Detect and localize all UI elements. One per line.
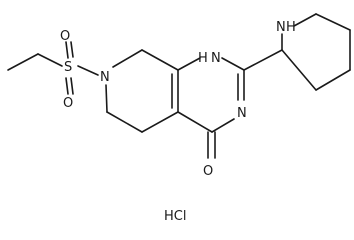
bond-s-n [77, 65, 99, 76]
bond-pip-n-c6 [293, 13, 317, 27]
atom-labels: S O O N H N N O N H [60, 20, 296, 179]
bond-n-c8 [112, 49, 143, 68]
bond-s-o-top-a [65, 41, 69, 59]
atom-o-top: O [60, 29, 70, 44]
atom-nh-h: H [198, 51, 208, 66]
bond-pip-c6-c5 [315, 13, 351, 31]
atom-pip-n: N [276, 20, 286, 35]
bond-c6-c5 [106, 111, 143, 133]
molecule-structure: S O O N H N N O N H HCl [7, 13, 351, 224]
atom-o-carbonyl: O [203, 164, 213, 179]
bond-pip-c4-c3 [315, 69, 351, 91]
bond-n3-c4 [211, 118, 235, 133]
bond-ch2-s [37, 53, 63, 67]
bond-c2-pip [243, 49, 283, 71]
bond-c8-c8a [141, 49, 179, 71]
atom-n-ring: N [100, 70, 110, 85]
bonds [7, 13, 351, 159]
atom-s: S [64, 60, 72, 75]
atom-nh-n: N [211, 51, 221, 66]
atom-o-bottom: O [63, 96, 73, 111]
bond-c5-c4a [141, 111, 179, 133]
bond-s-o-bottom-a [65, 77, 69, 95]
atom-pip-h: H [286, 20, 296, 35]
bond-n-c6 [105, 84, 108, 113]
bond-s-o-bottom-b [70, 77, 74, 95]
atom-n-pyrimidine: N [237, 106, 247, 121]
salt-label: HCl [164, 209, 186, 224]
bond-s-o-top-b [70, 41, 74, 58]
bond-c4-c4a [177, 111, 213, 133]
bond-ch3-ch2 [7, 53, 39, 71]
bond-n1-c2 [221, 57, 245, 71]
bond-pip-c3-c2 [281, 49, 317, 91]
bond-c8a-n1 [177, 57, 201, 71]
